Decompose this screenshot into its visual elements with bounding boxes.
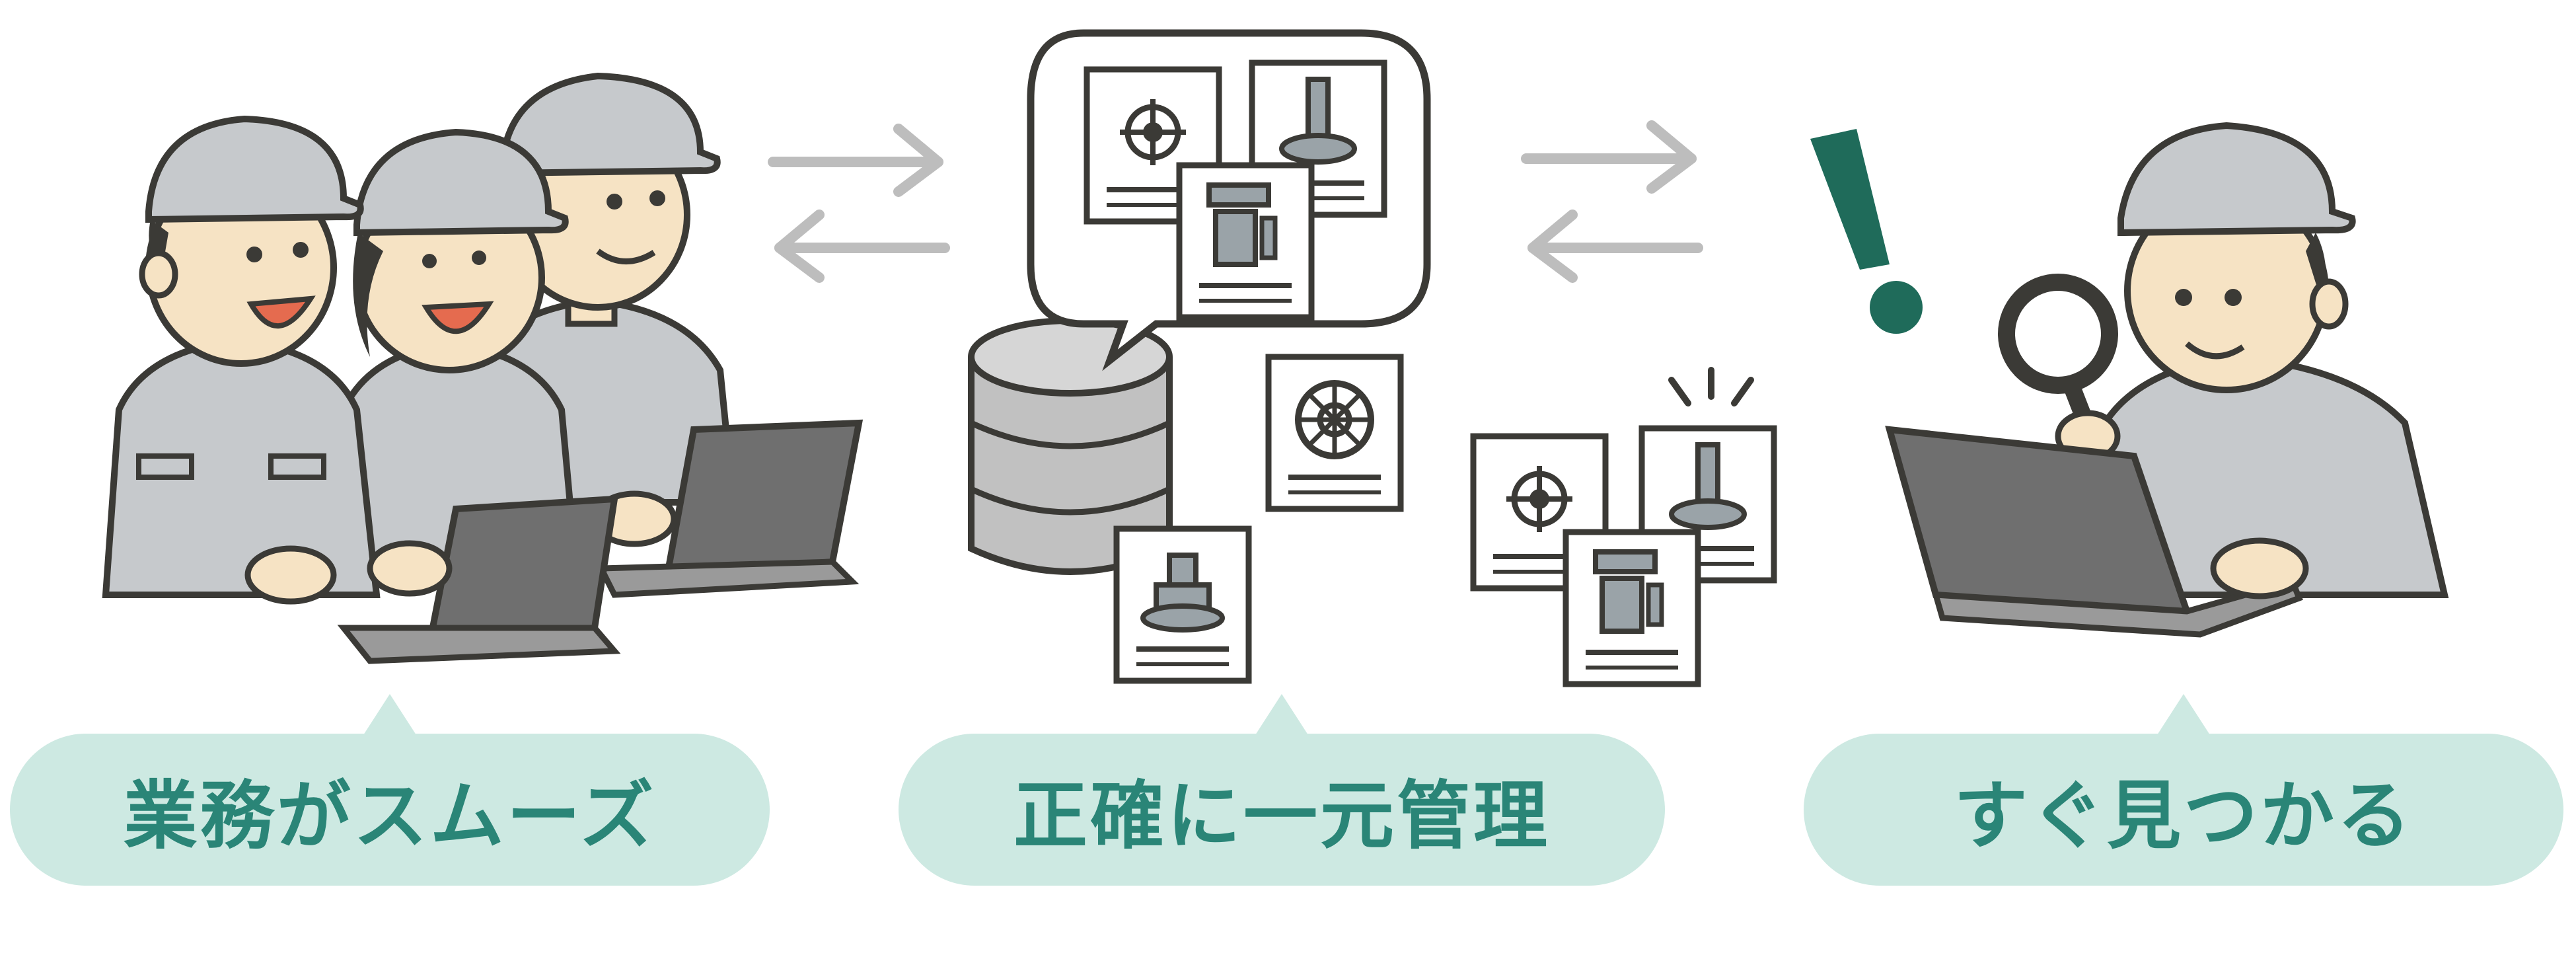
worker-middle — [326, 128, 579, 558]
laptop-icon — [337, 495, 621, 664]
exclamation-icon — [1810, 129, 1923, 334]
label-left: 業務がスムーズ — [10, 694, 770, 886]
pill-notch — [2157, 694, 2210, 735]
label-left-text: 業務がスムーズ — [123, 773, 657, 859]
label-center: 正確に一元管理 — [899, 694, 1665, 886]
bidirectional-arrows — [768, 124, 950, 283]
pill-notch — [1255, 694, 1308, 735]
document-icon — [1179, 165, 1311, 317]
document-icon — [1252, 63, 1384, 215]
worker-front — [102, 115, 381, 605]
label-right-text: すぐ見つかる — [1954, 773, 2413, 859]
database-icon — [968, 317, 1173, 575]
laptop-icon — [1885, 426, 2309, 638]
document-icon — [1117, 529, 1249, 681]
bidirectional-arrows — [1521, 120, 1703, 283]
worker-group — [102, 72, 864, 664]
document-icon — [1473, 436, 1605, 588]
label-right: すぐ見つかる — [1804, 694, 2563, 886]
pill-notch — [363, 694, 416, 735]
found-documents — [1473, 367, 1774, 684]
document-icon — [1642, 428, 1774, 580]
document-icon — [1087, 69, 1219, 221]
worker-searching — [1885, 122, 2449, 638]
speech-bubble — [1027, 29, 1431, 371]
label-center-text: 正確に一元管理 — [1013, 773, 1550, 859]
document-icon — [1269, 357, 1401, 509]
magnifier-icon — [1998, 274, 2121, 463]
document-icon — [1566, 532, 1698, 684]
